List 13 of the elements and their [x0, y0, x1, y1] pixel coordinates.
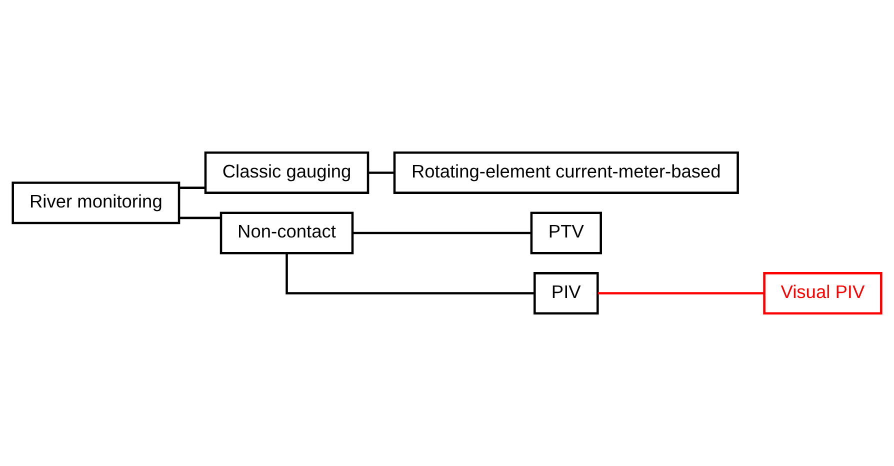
node-box: PIV [534, 272, 599, 314]
node-box: River monitoring [12, 182, 180, 224]
connector [179, 216, 221, 220]
connector [352, 232, 532, 234]
connector [598, 292, 764, 294]
connector [368, 172, 394, 174]
node-box: Non-contact [220, 212, 354, 254]
node-box: Classic gauging [204, 152, 370, 194]
node-box: Rotating-element current-meter-based [393, 152, 739, 194]
node-box: Visual PIV [763, 272, 882, 314]
connector [286, 253, 535, 294]
node-box: PTV [530, 212, 602, 254]
connector [179, 186, 206, 189]
